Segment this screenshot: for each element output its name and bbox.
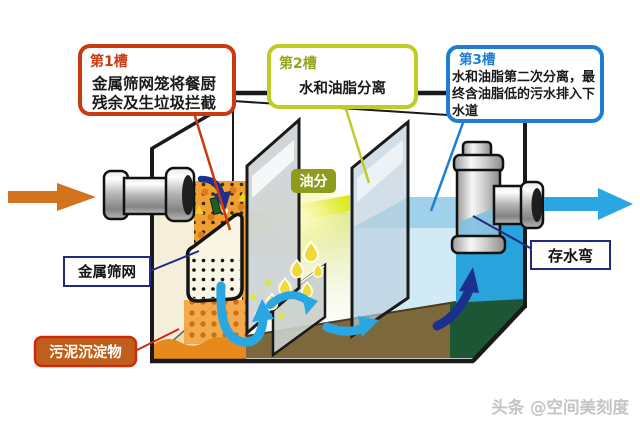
box2-line1: 水和油脂分离 — [299, 79, 386, 97]
box1-line2: 残余及生垃圾拦截 — [92, 93, 217, 112]
waste-and-basket — [185, 181, 248, 303]
flow-arrows — [216, 267, 479, 347]
water-trap-label: 存水弯 — [530, 240, 611, 270]
sparkle — [263, 278, 273, 288]
box1-pointer — [192, 112, 232, 231]
chamber1-waste-dots — [184, 300, 246, 340]
callout-box-2: 第2槽 水和油脂分离 — [267, 44, 418, 109]
watermark-highlight: 头条 @空间美刻度 — [493, 399, 631, 419]
box2-title: 第2槽 — [279, 55, 317, 72]
callout-box-3: 第3槽 水和油脂第二次分离，最 终含油脂低的污水排入下 水道 — [446, 45, 604, 123]
trap-label-pointer — [472, 215, 533, 250]
box3-line2: 终含油脂低的污水排入下 — [452, 86, 595, 102]
box3-line1: 水和油脂第二次分离，最 — [452, 69, 596, 85]
sludge-label: 污泥沉淀物 — [33, 335, 138, 368]
mesh-label-pointer — [149, 250, 200, 272]
sludge-label-pointer — [134, 328, 180, 352]
box3-title: 第3槽 — [459, 51, 496, 68]
box1-line1: 金属筛网笼将餐厨 — [91, 74, 217, 93]
sparkle — [276, 311, 286, 321]
sludge-chamber3 — [450, 299, 524, 358]
pointer-lines — [134, 105, 533, 352]
downflow-arrow — [216, 281, 268, 347]
oil-tag-text: 油分 — [300, 173, 328, 190]
sludge-chamber1 — [154, 337, 246, 359]
water-trap-text: 存水弯 — [548, 247, 593, 265]
food-waste-mesh — [194, 181, 246, 300]
callout-box-1: 第1槽 金属筛网笼将餐厨 残余及生垃圾拦截 — [78, 44, 236, 116]
box1-title: 第1槽 — [90, 53, 128, 70]
watermark-text: 头条 @空间美刻度 — [491, 397, 629, 417]
watermark: 头条 @空间美刻度 头条 @空间美刻度 — [491, 397, 631, 419]
sludge-text: 污泥沉淀物 — [49, 343, 122, 361]
box3-line3: 水道 — [452, 103, 478, 119]
box3-pointer — [429, 119, 466, 212]
basket-mesh-holes — [190, 258, 240, 299]
trap-water-level — [459, 207, 498, 240]
metal-mesh-label: 金属筛网 — [63, 256, 151, 287]
water-trap-cylinder — [450, 140, 545, 255]
inlet-arrow — [8, 183, 96, 211]
metal-mesh-text: 金属筛网 — [77, 263, 136, 281]
oil-tag: 油分 — [291, 169, 336, 193]
box2-pointer — [343, 105, 371, 184]
outlet-arrow — [544, 188, 633, 220]
oil-droplets — [248, 240, 325, 323]
inlet-pipe — [102, 166, 196, 223]
sparkle — [248, 292, 258, 302]
